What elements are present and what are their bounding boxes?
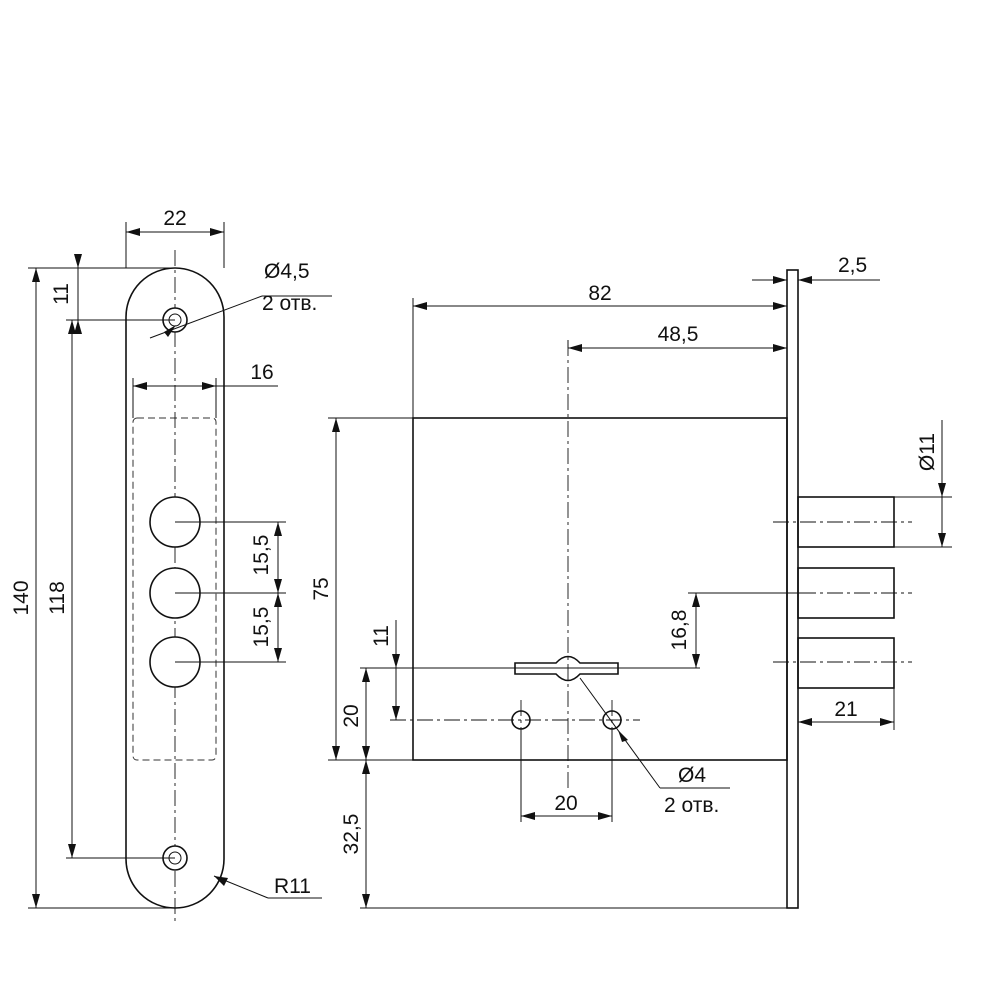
bolt-throw-dim: 21 bbox=[834, 698, 857, 721]
lock-case bbox=[412, 417, 788, 761]
hole-spacing-dim: 20 bbox=[554, 792, 577, 815]
mount-hole-count: 2 отв. bbox=[262, 292, 317, 315]
lock-body-view: 2,5 82 48,5 Ø11 75 11 bbox=[310, 254, 952, 909]
keyhole-slot bbox=[514, 655, 619, 682]
keyhole-offset-dim: 11 bbox=[370, 625, 393, 647]
bolt-offset-dim: 16,8 bbox=[668, 610, 691, 651]
faceplate-width-dim: 22 bbox=[163, 207, 186, 230]
hole-height-dim: 20 bbox=[340, 704, 363, 727]
faceplate-inner-recess bbox=[132, 417, 217, 761]
bottom-offset-dim: 32,5 bbox=[340, 814, 363, 855]
body-height-dim: 75 bbox=[310, 577, 333, 600]
faceplate-view: 22 140 118 11 Ø4,5 2 отв. 16 bbox=[10, 207, 332, 925]
bolt-pitch-upper-dim: 15,5 bbox=[250, 535, 273, 576]
fixing-hole-dim: Ø4 bbox=[678, 764, 706, 787]
inner-width-dim: 16 bbox=[250, 361, 273, 384]
depth-dim: 82 bbox=[588, 282, 611, 305]
mount-hole-dim: Ø4,5 bbox=[264, 260, 310, 283]
bolt-lower bbox=[797, 637, 895, 689]
plate-thickness-dim: 2,5 bbox=[838, 254, 867, 277]
end-radius-dim: R11 bbox=[274, 875, 311, 898]
hole-center-dim: 118 bbox=[46, 581, 69, 614]
bolt-diameter-dim: Ø11 bbox=[916, 433, 939, 471]
bolt-pitch-lower-dim: 15,5 bbox=[250, 607, 273, 648]
backset-dim: 48,5 bbox=[658, 323, 699, 346]
top-offset-dim: 11 bbox=[50, 283, 73, 305]
front-plate bbox=[786, 269, 799, 909]
overall-height-dim: 140 bbox=[10, 580, 33, 615]
fixing-hole-count: 2 отв. bbox=[664, 794, 719, 817]
